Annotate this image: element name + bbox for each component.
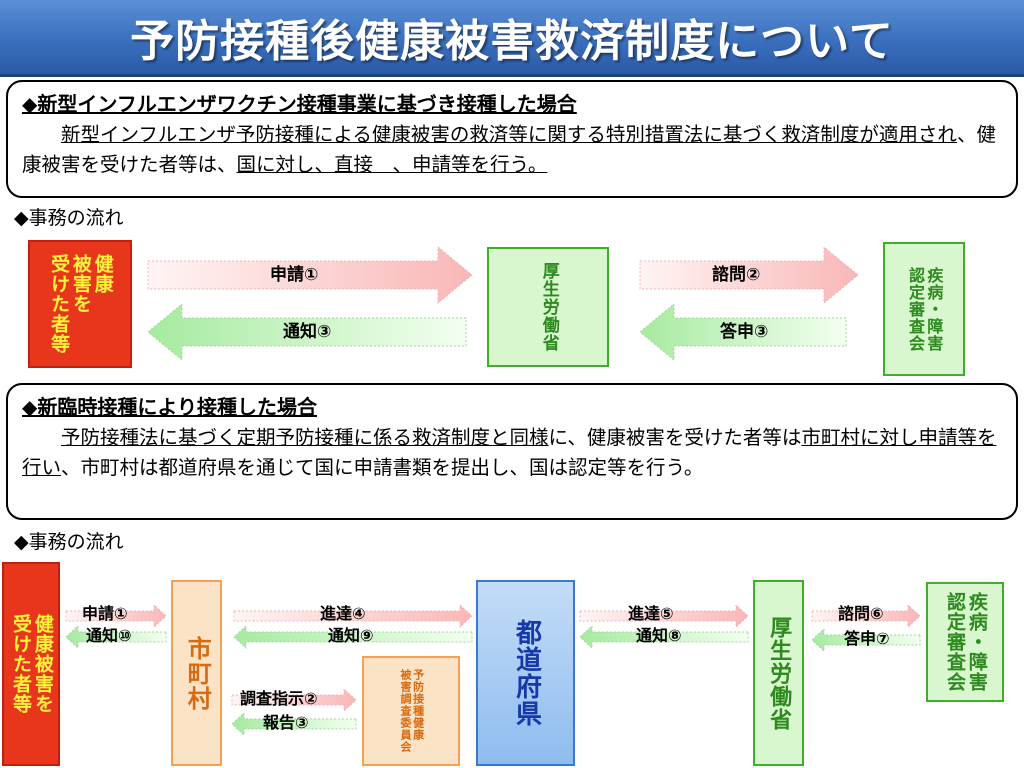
s1-victims-label: 健康 被害を 受けた者等: [48, 254, 114, 354]
s2-consult-arrow: [811, 603, 921, 629]
s2-city-label: 市町村: [183, 635, 212, 711]
s2-forward2-arrow: [579, 603, 749, 629]
s2-victims-label: 健康被害を 受けた者等: [10, 614, 54, 714]
section1-flow-label: ◆事務の流れ: [14, 207, 124, 229]
s2-council-label: 疾病・障害 認定審査会: [944, 592, 988, 692]
section2-heading: ◆新臨時接種により接種した場合: [22, 395, 317, 419]
s2-victims-box: 健康被害を 受けた者等: [2, 562, 60, 766]
section1-note-box: ◆新型インフルエンザワクチン接種事業に基づき接種した場合 新型インフルエンザ予防…: [6, 80, 1018, 198]
s2-committee-box: 予防接種健康 被害調査委員会: [362, 656, 460, 766]
s1-council-label: 疾病・障害 認定審査会: [906, 266, 944, 352]
s2-consult-label: 諮問⑥: [838, 604, 884, 623]
section2-note-box: ◆新臨時接種により接種した場合 予防接種法に基づく定期予防接種に係る救済制度と同…: [6, 383, 1018, 520]
section2-body: 予防接種法に基づく定期予防接種に係る救済制度と同様に、健康被害を受けた者等は市町…: [22, 423, 1002, 483]
section1-body-part: 新型インフルエンザ予防接種による健康被害の救済等に関する特別措置法に基づく救済制…: [61, 123, 958, 146]
s2-notify3-arrow: [579, 624, 749, 650]
section1-body-part: 国に対し、直接 、申請等を行う。: [236, 153, 548, 176]
s2-apply-label: 申請①: [82, 604, 128, 623]
s2-notify3-label: 通知⑧: [636, 626, 682, 645]
section2-body-part: 、市町村は都道府県を通じて国に申請書類を提出し、国は認定等を行う。: [61, 456, 704, 479]
s1-council-box: 疾病・障害 認定審査会: [883, 242, 965, 376]
s2-forward2-label: 進達⑤: [628, 604, 674, 623]
s2-mhlw-label: 厚生労働省: [766, 615, 792, 731]
s2-council-box: 疾病・障害 認定審査会: [926, 582, 1004, 702]
s2-apply-arrow: [65, 603, 167, 629]
s2-forward-arrow: [233, 603, 473, 629]
s1-notify-label: 通知③: [283, 322, 332, 342]
section1-heading: ◆新型インフルエンザワクチン接種事業に基づき接種した場合: [22, 92, 577, 116]
s2-notify-label: 通知⑩: [86, 626, 132, 645]
s2-city-box: 市町村: [171, 580, 222, 766]
s2-reply-arrow: [811, 627, 921, 653]
s1-consult-label: 諮問②: [712, 265, 761, 285]
s1-mhlw-box: 厚生労働省: [487, 247, 609, 367]
section2-body-part: に、健康被害を受けた者等は: [548, 426, 802, 449]
s2-survey-arrow: [231, 687, 357, 713]
s1-reply-arrow: [639, 302, 847, 362]
s1-consult-arrow: [639, 245, 859, 305]
s2-notify-arrow: [65, 624, 167, 650]
s1-apply-label: 申請①: [270, 265, 319, 285]
s2-notify2-label: 通知⑨: [328, 626, 374, 645]
section1-body-part: 、健康被害を受けた者等は、: [22, 123, 997, 176]
s2-mhlw-box: 厚生労働省: [753, 580, 804, 766]
section1-body: 新型インフルエンザ予防接種による健康被害の救済等に関する特別措置法に基づく救済制…: [22, 120, 1002, 180]
section2-body-part: 予防接種法に基づく定期予防接種に係る救済制度と同様: [61, 426, 549, 449]
s2-prefecture-box: 都道府県: [476, 580, 575, 766]
section2-body-part: 市町村に対し申請等を行い: [22, 426, 997, 479]
s2-report-arrow: [231, 711, 357, 737]
s2-committee-label: 予防接種健康 被害調査委員会: [399, 669, 425, 753]
s1-notify-arrow: [147, 302, 467, 362]
s1-reply-label: 答申③: [720, 322, 769, 342]
s2-forward-label: 進達④: [320, 604, 366, 623]
s1-victims-box: 健康 被害を 受けた者等: [28, 240, 132, 368]
s2-notify2-arrow: [233, 624, 473, 650]
s2-report-label: 報告③: [263, 713, 309, 732]
s2-survey-label: 調査指示②: [240, 689, 318, 708]
s2-reply-label: 答申⑦: [844, 629, 890, 648]
title-bar: 予防接種後健康被害救済制度について: [0, 0, 1024, 77]
page-title: 予防接種後健康被害救済制度について: [130, 16, 894, 67]
s1-mhlw-label: 厚生労働省: [538, 262, 559, 352]
s2-prefecture-label: 都道府県: [511, 619, 542, 727]
s1-apply-arrow: [147, 245, 473, 305]
section2-flow-label: ◆事務の流れ: [14, 531, 124, 553]
